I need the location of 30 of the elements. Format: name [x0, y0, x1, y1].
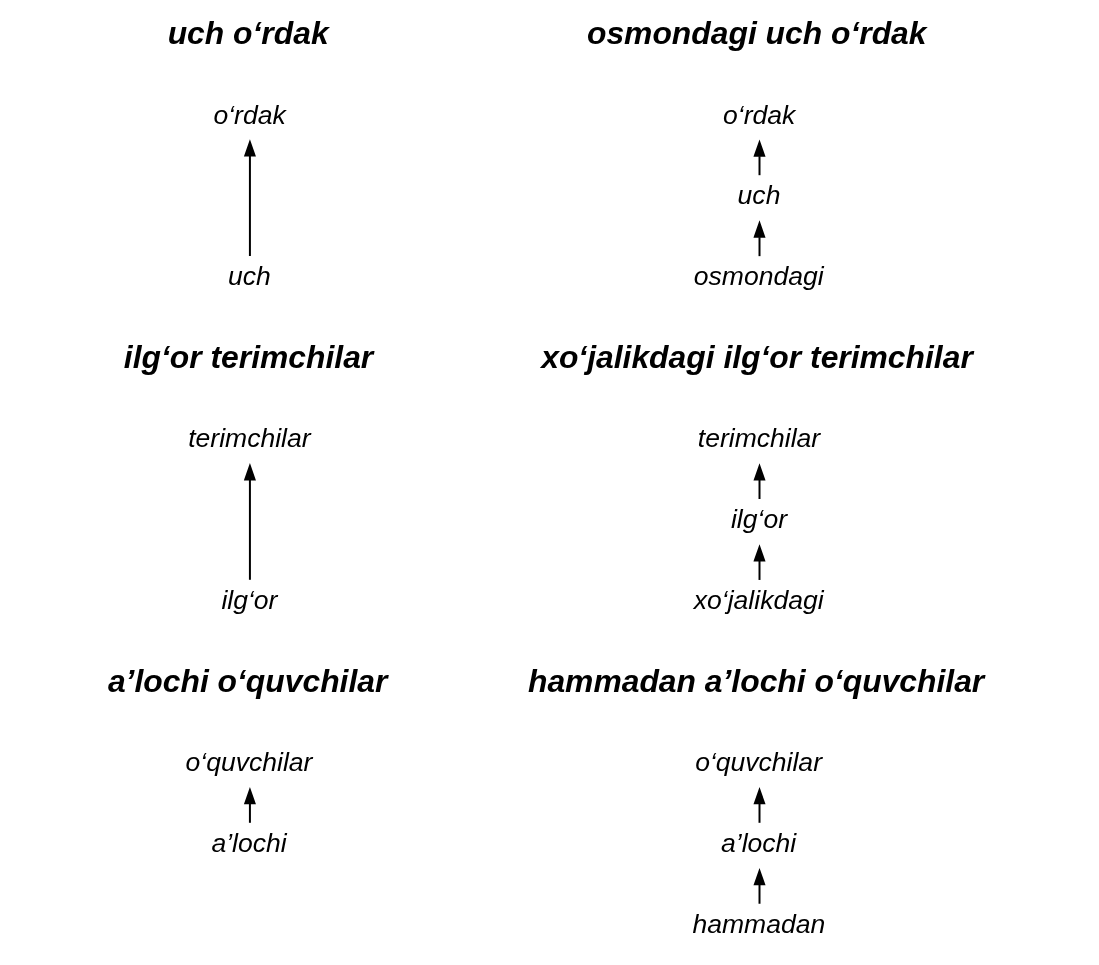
label: a’lochi o‘quvchilar	[107, 662, 388, 699]
node-text: terimchilar	[697, 423, 821, 454]
label: ilg‘or terimchilar	[123, 338, 374, 375]
node-text: a’lochi	[721, 828, 797, 859]
node-text: uch	[737, 180, 781, 211]
node-text: terimchilar	[188, 423, 311, 454]
arrow	[753, 220, 766, 258]
node-text: o‘rdak	[723, 99, 796, 130]
label: hammadan a’lochi o‘quvchilar	[527, 662, 985, 699]
arrow	[243, 463, 256, 581]
arrow	[753, 787, 766, 824]
arrow	[753, 463, 766, 500]
node-text: xo‘jalikdagi	[693, 585, 824, 616]
node-text: o‘quvchilar	[185, 747, 313, 778]
node-text: uch	[228, 261, 271, 292]
arrow	[753, 544, 766, 581]
label: osmondagi uch o‘rdak	[586, 15, 927, 52]
arrow	[753, 139, 766, 177]
node-text: ilg‘or	[221, 585, 278, 616]
node-text: a’lochi	[211, 828, 287, 859]
arrow	[243, 787, 256, 824]
node-text: o‘quvchilar	[695, 747, 822, 778]
node-text: hammadan	[692, 909, 826, 940]
node-text: osmondagi	[693, 261, 824, 292]
arrow	[243, 139, 256, 257]
label: uch o‘rdak	[167, 15, 329, 52]
node-text: ilg‘or	[730, 504, 788, 535]
arrow	[753, 867, 766, 905]
node-text: o‘rdak	[213, 99, 286, 130]
label: xo‘jalikdagi ilg‘or terimchilar	[541, 338, 973, 375]
